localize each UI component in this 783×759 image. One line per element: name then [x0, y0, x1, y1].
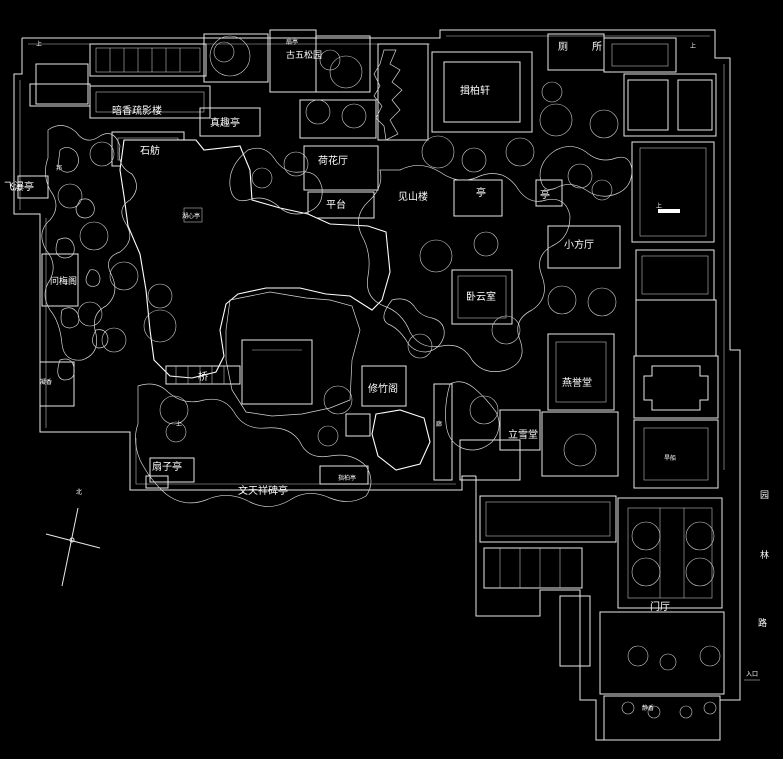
label-ce: 厕 — [558, 41, 568, 53]
label-anxiang: 暗香疏影楼 — [112, 104, 162, 117]
label-lixuetang: 立雪堂 — [508, 428, 538, 441]
label-north: 北 — [76, 488, 82, 496]
label-entrance: 入口 — [746, 671, 758, 678]
label-hehua: 荷花厅 — [318, 154, 348, 167]
label-wentianxiang: 文天祥碑亭 — [238, 484, 288, 497]
label-wenmei: 问梅阁 — [50, 275, 77, 287]
label-suo: 所 — [592, 41, 602, 53]
label-fanting: 扇亭 — [286, 38, 298, 46]
label-lang: 廊 — [436, 420, 442, 428]
label-chuihong: 指柏亭 — [338, 474, 356, 482]
label-shang-3: 上 — [176, 420, 182, 428]
label-ting: 亭 — [476, 186, 486, 199]
label-xiuzhuge: 修竹阁 — [368, 382, 398, 395]
north-buildings — [29, 29, 717, 167]
label-road-yuan: 园 — [760, 490, 769, 501]
label-mentang: 门厅 — [650, 600, 670, 613]
label-shang-2: 上 — [690, 42, 696, 50]
labels: 扇亭 古五松园 厕 所 揖柏轩 暗香疏影楼 真趣亭 石舫 荷花厅 平台 飞瀑亭 … — [4, 38, 769, 712]
label-feipu: 飞瀑亭 — [4, 180, 34, 193]
label-yanyutang: 燕誉堂 — [562, 376, 592, 389]
east-halls — [479, 141, 760, 741]
label-wuyunshi: 卧云室 — [466, 290, 496, 303]
label-yingtang: 旱船 — [664, 454, 676, 462]
central-buildings — [17, 145, 621, 489]
label-shanziting: 扇子亭 — [152, 460, 182, 473]
label-pingtai: 平台 — [326, 198, 346, 211]
pond — [119, 139, 431, 471]
label-zhenqu: 真趣亭 — [210, 116, 240, 129]
label-shifang: 石舫 — [140, 144, 160, 157]
label-road-lin: 林 — [760, 549, 769, 561]
label-gulian: 古五松园 — [286, 49, 322, 61]
trees — [57, 35, 721, 719]
label-road-lu: 路 — [758, 617, 767, 629]
label-ting-east: 亭 — [540, 188, 550, 201]
label-jingxiang: 静香 — [642, 704, 654, 712]
label-shang-1: 上 — [36, 40, 42, 48]
label-qiao: 桥 — [198, 371, 208, 383]
label-bang: 邦 — [56, 164, 62, 172]
rockery — [41, 49, 633, 507]
label-zhibaixuan: 揖柏轩 — [460, 84, 490, 97]
label-jianshan: 见山楼 — [398, 190, 428, 203]
outer-walls — [13, 29, 741, 741]
compass — [45, 507, 101, 587]
label-huxin: 湖心亭 — [182, 212, 200, 220]
label-ningxiang: 凝香 — [40, 378, 52, 386]
label-xiaofangting: 小方厅 — [564, 238, 594, 251]
label-shang-4: 上 — [656, 202, 662, 210]
